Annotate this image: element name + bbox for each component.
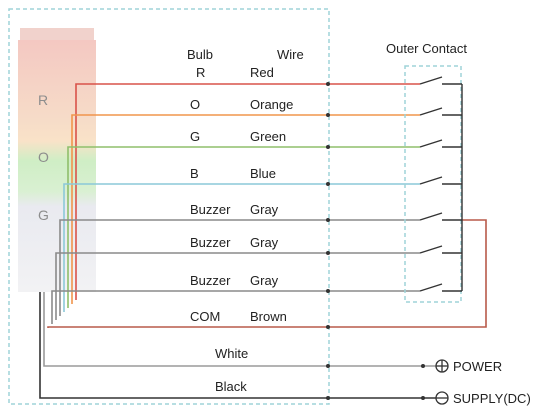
tower-label-g: G (38, 207, 49, 223)
switch-r (419, 76, 462, 85)
wire-gray-2 (55, 252, 420, 320)
wire-label: Gray (250, 235, 279, 250)
junction-dot (326, 182, 330, 186)
tower-label-r: R (38, 92, 48, 108)
bulb-label: B (190, 166, 199, 181)
bulb-label: COM (190, 309, 220, 324)
wire-label: Black (215, 379, 247, 394)
bulb-label: O (190, 97, 200, 112)
dashed-border (8, 8, 330, 405)
wire-label: Green (250, 129, 286, 144)
junction-dot (326, 396, 330, 400)
wire-layer (39, 83, 487, 399)
wire-green (67, 146, 420, 308)
bulb-header: Bulb (187, 47, 213, 62)
switch-buzzer-1 (419, 212, 462, 221)
switch-b (419, 176, 462, 185)
switch-buzzer-3 (419, 283, 462, 292)
junction-dot (326, 251, 330, 255)
switch-o (419, 107, 462, 116)
junction-dot (326, 325, 330, 329)
wire-label: White (215, 346, 248, 361)
junction-dot (326, 289, 330, 293)
outer-contact-box (404, 65, 462, 303)
wire-label: Orange (250, 97, 293, 112)
outer-contact-switches (419, 76, 463, 292)
bulb-label: G (190, 129, 200, 144)
tower-label-o: O (38, 149, 49, 165)
bulb-label: Buzzer (190, 202, 231, 217)
row-labels: R Red O Orange G Green B Blue Buzzer Gra… (190, 65, 293, 394)
wire-white (43, 292, 440, 367)
wire-label: Gray (250, 202, 279, 217)
junction-dot (326, 113, 330, 117)
wire-label: Blue (250, 166, 276, 181)
junction-dots (326, 82, 330, 400)
supply-terminal: SUPPLY(DC) (421, 391, 531, 406)
bulb-label: Buzzer (190, 235, 231, 250)
junction-dot (326, 364, 330, 368)
wire-label: Gray (250, 273, 279, 288)
junction-dot (326, 145, 330, 149)
wire-label: Brown (250, 309, 287, 324)
supply-dot (421, 396, 425, 400)
supply-label: SUPPLY(DC) (453, 391, 531, 406)
tower-body (18, 40, 96, 292)
power-label: POWER (453, 359, 502, 374)
wire-brown (47, 219, 487, 328)
switch-buzzer-2 (419, 245, 462, 254)
bulb-label: Buzzer (190, 273, 231, 288)
power-terminal: POWER (421, 359, 502, 374)
wire-black (39, 292, 440, 399)
tower-cap (20, 28, 94, 40)
wire-gray-3 (51, 290, 420, 324)
outer-contact-header: Outer Contact (386, 41, 467, 56)
wire-gray-1 (59, 219, 420, 316)
power-dot (421, 364, 425, 368)
wire-blue (63, 183, 420, 312)
wire-orange (71, 114, 420, 304)
wire-header: Wire (277, 47, 304, 62)
wire-red (75, 83, 420, 300)
junction-dot (326, 218, 330, 222)
signal-tower: R O G (18, 28, 96, 292)
bulb-label: R (196, 65, 205, 80)
junction-dot (326, 82, 330, 86)
wire-label: Red (250, 65, 274, 80)
switch-g (419, 139, 462, 148)
